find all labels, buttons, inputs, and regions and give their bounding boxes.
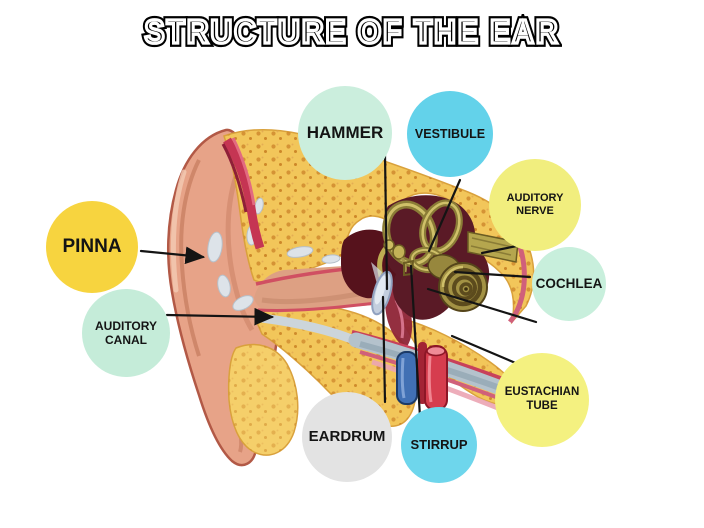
stirrup-line: [409, 264, 422, 419]
label-text: CANAL: [105, 333, 147, 347]
hammer-line: [383, 153, 389, 291]
label-text: PINNA: [62, 235, 122, 257]
label-text: AUDITORY: [94, 318, 157, 333]
cochlea-line: [453, 270, 532, 279]
label-text: EARDRUM: [308, 428, 386, 446]
label-bubble-hammer: HAMMER: [298, 86, 392, 180]
label-bubble-auditory-nerve: AUDITORY NERVE: [489, 159, 581, 251]
label-text: AUDITORY NERVE: [506, 192, 564, 217]
vestibule-line: [427, 178, 462, 253]
label-text: HAMMER: [306, 122, 384, 142]
label-bubble-eardrum: EARDRUM: [302, 392, 392, 482]
label-bubble-cochlea: COCHLEA: [532, 247, 606, 321]
label-text: STIRRUP: [410, 437, 468, 453]
blood-vessels: [396, 342, 448, 411]
label-bubble-eustachian-tube: EUSTACHIAN TUBE: [495, 353, 589, 447]
label-text: COCHLEA: [535, 276, 603, 292]
leader-lines: [139, 153, 538, 419]
eustachian-line: [450, 334, 520, 366]
eardrum-line: [381, 295, 387, 404]
label-bubble-pinna: PINNA: [46, 201, 138, 293]
label-bubble-auditory-canal: AUDITORY CANAL: [82, 289, 170, 377]
label-text: VESTIBULE: [414, 126, 486, 141]
label-bubble-vestibule: VESTIBULE: [407, 91, 493, 177]
label-text: TUBE: [526, 400, 558, 412]
pinna-arrow: [139, 246, 206, 265]
auditory-canal-arrow: [165, 307, 275, 326]
inner-ear: [382, 195, 519, 320]
cochlea-spiral: [438, 262, 488, 312]
round-window-line: [426, 287, 538, 324]
label-text: EUSTACHIAN: [504, 386, 580, 399]
cartilage-blobs: [207, 197, 341, 311]
label-bubble-stirrup: STIRRUP: [401, 407, 477, 483]
